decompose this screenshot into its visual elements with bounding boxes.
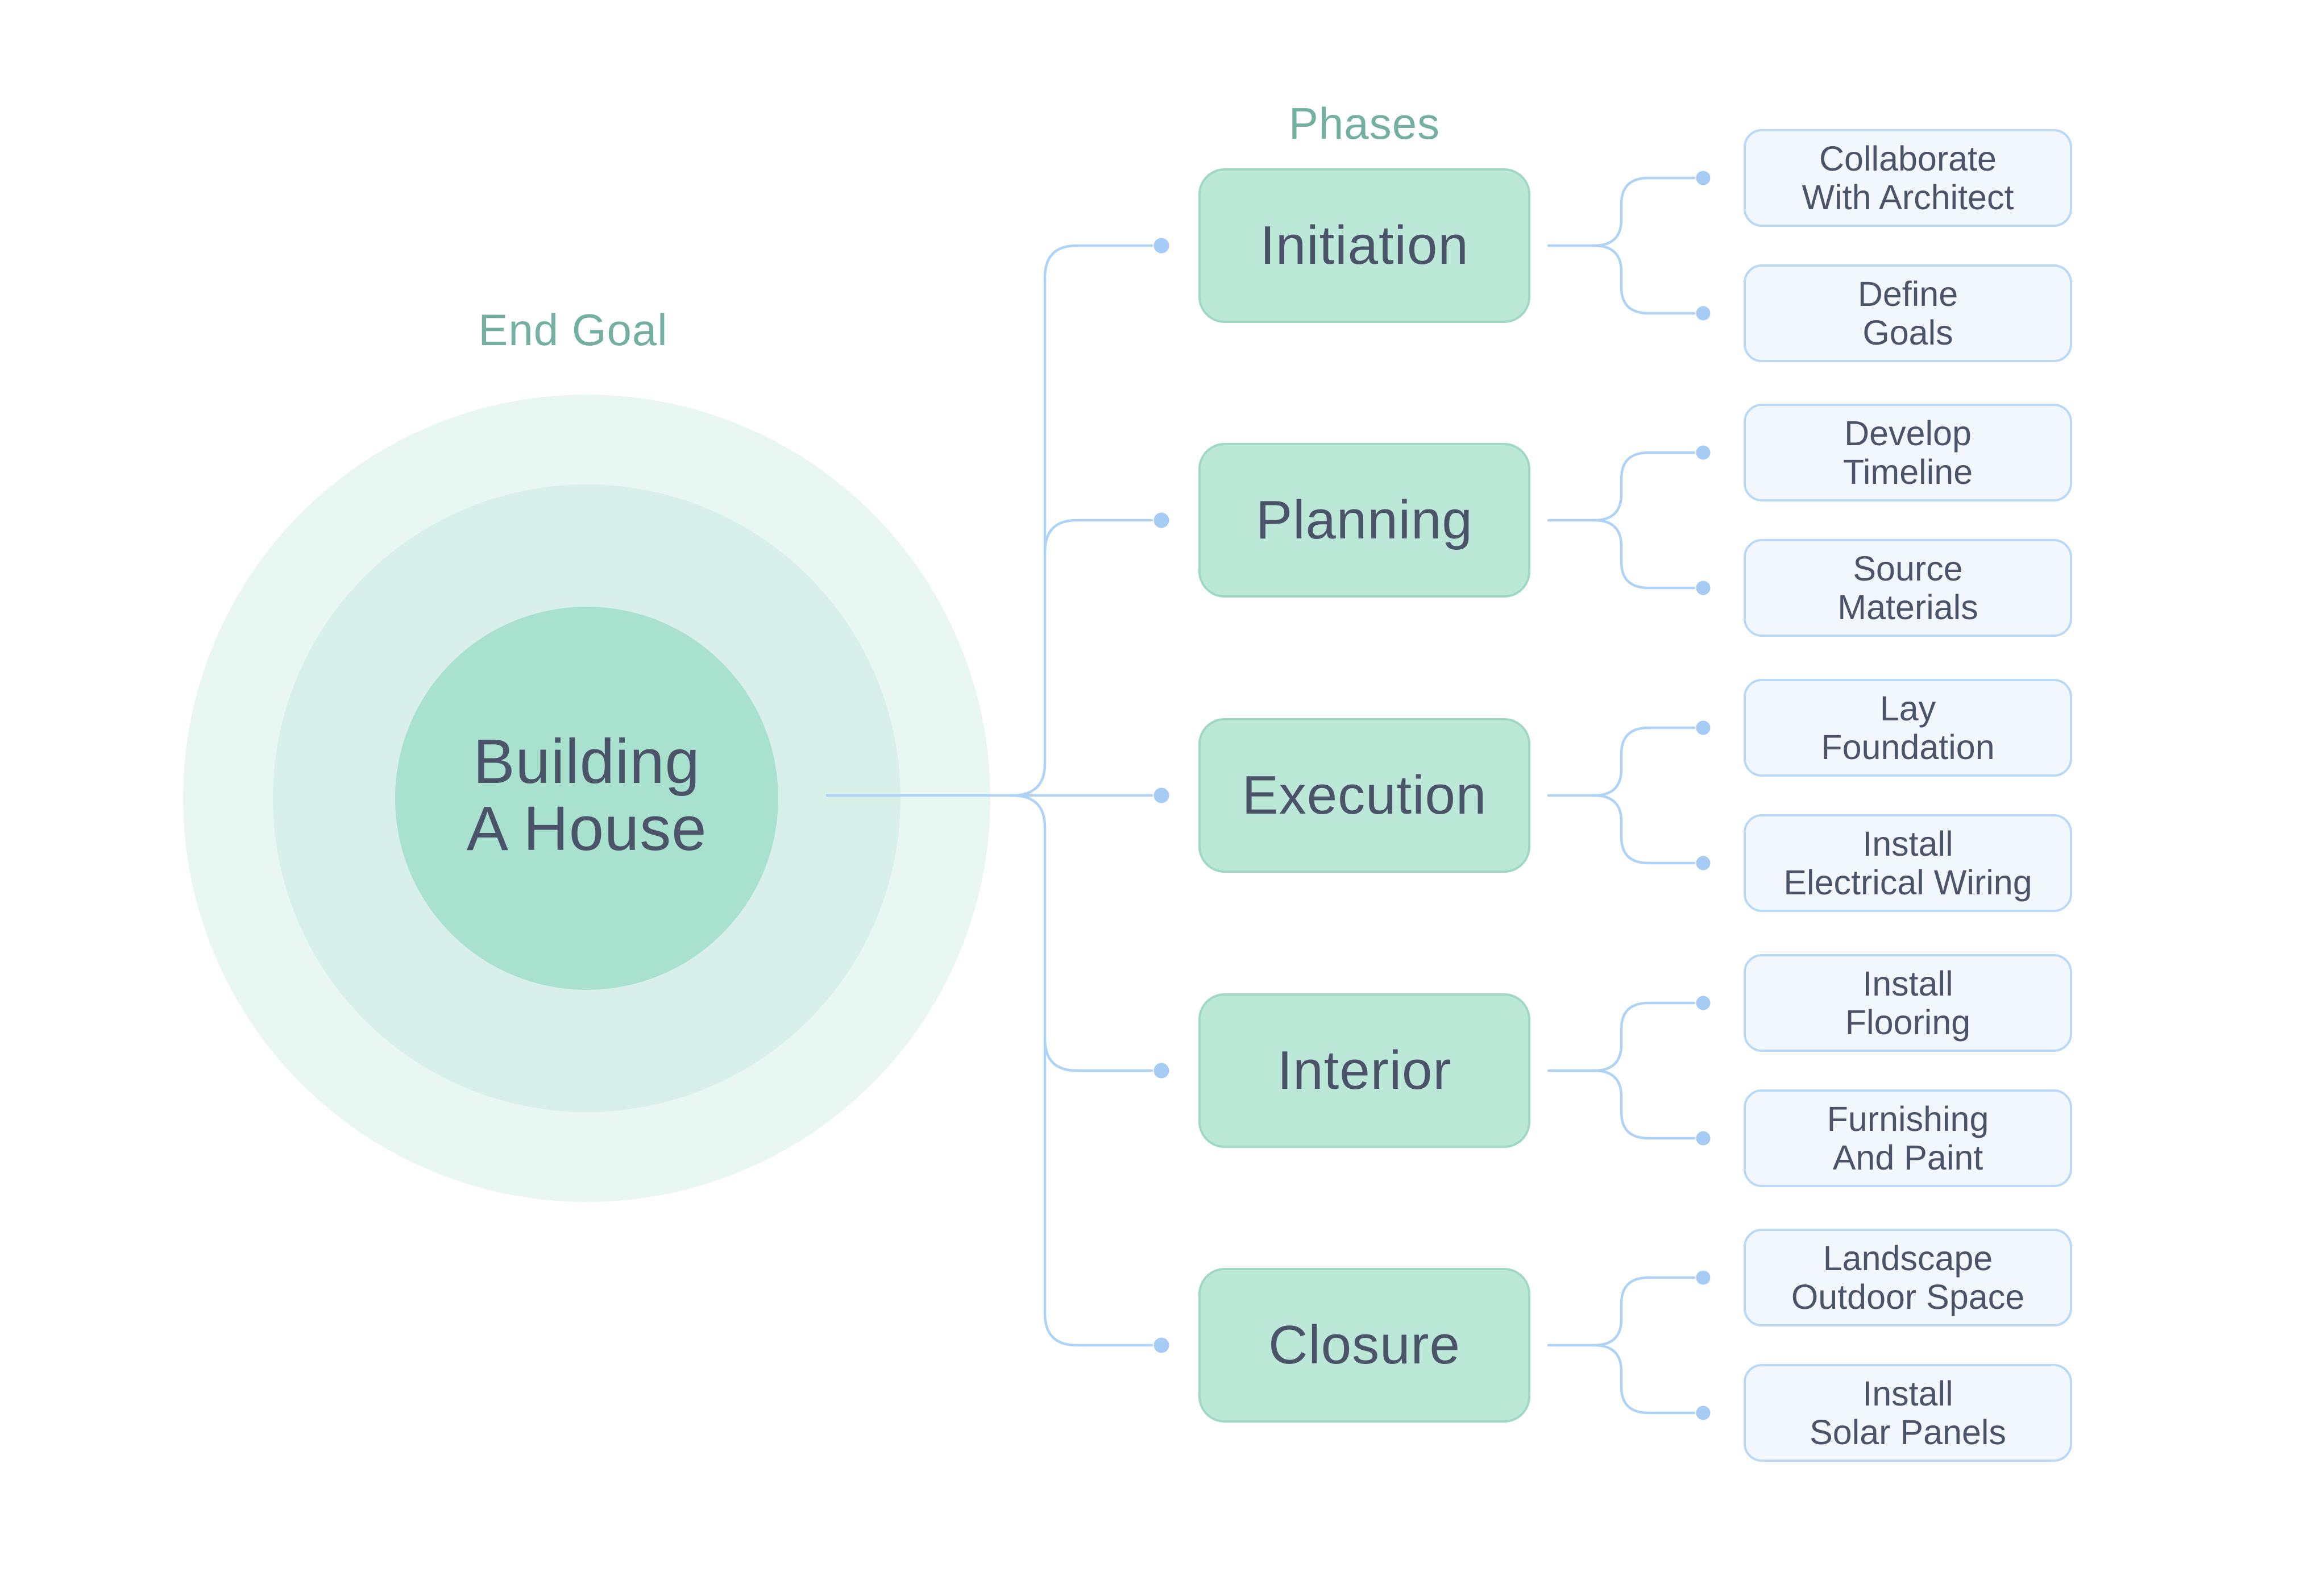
phase-node-closure[interactable]: Closure xyxy=(1198,1268,1530,1423)
fork-interior-down xyxy=(1592,1069,1696,1140)
leaf-dot xyxy=(1696,1131,1711,1146)
connector-junction-up xyxy=(1010,762,1047,797)
phase-node-initiation[interactable]: Initiation xyxy=(1198,168,1530,323)
phase-dot-interior xyxy=(1153,1063,1169,1079)
leaf-dot xyxy=(1696,581,1711,595)
leaf-node-define-goals[interactable]: Define Goals xyxy=(1744,264,2072,362)
center-node-building-a-house[interactable]: Building A House xyxy=(466,727,707,864)
phase-dot-planning xyxy=(1153,512,1169,528)
leaf-dot xyxy=(1696,1270,1711,1285)
connector-branch-planning xyxy=(1043,519,1153,554)
fork-initiation-up xyxy=(1592,176,1696,247)
leaf-node-source-materials[interactable]: Source Materials xyxy=(1744,539,2072,637)
phase-node-execution[interactable]: Execution xyxy=(1198,718,1530,873)
fork-interior-up xyxy=(1592,1001,1696,1072)
fork-closure-up xyxy=(1592,1276,1696,1347)
phase-node-planning[interactable]: Planning xyxy=(1198,443,1530,598)
fork-initiation-down xyxy=(1592,244,1696,315)
leaf-dot xyxy=(1696,306,1711,321)
fork-closure-down xyxy=(1592,1344,1696,1415)
leaf-dot xyxy=(1696,171,1711,185)
phase-dot-initiation xyxy=(1153,238,1169,254)
connector-branch-closure xyxy=(1043,1312,1153,1347)
leaf-dot xyxy=(1696,445,1711,460)
leaf-dot xyxy=(1696,856,1711,870)
fork-execution-down xyxy=(1592,794,1696,865)
leaf-node-lay-foundation[interactable]: Lay Foundation xyxy=(1744,679,2072,777)
phases-heading: Phases xyxy=(1288,98,1441,148)
leaf-node-install-solar-panels[interactable]: Install Solar Panels xyxy=(1744,1364,2072,1462)
leaf-dot xyxy=(1696,720,1711,735)
phase-dot-closure xyxy=(1153,1337,1169,1353)
leaf-node-furnishing-and-paint[interactable]: Furnishing And Paint xyxy=(1744,1089,2072,1187)
phase-node-interior[interactable]: Interior xyxy=(1198,993,1530,1148)
leaf-node-develop-timeline[interactable]: Develop Timeline xyxy=(1744,404,2072,501)
end-goal-heading: End Goal xyxy=(478,305,668,355)
connector-branch-initiation xyxy=(1043,244,1153,279)
fork-execution-up xyxy=(1592,726,1696,797)
goal-ring-inner xyxy=(395,607,778,990)
connector-junction-down xyxy=(1010,794,1047,829)
fork-planning-up xyxy=(1592,451,1696,522)
leaf-node-install-electrical-wiring[interactable]: Install Electrical Wiring xyxy=(1744,814,2072,912)
leaf-node-landscape-outdoor-space[interactable]: Landscape Outdoor Space xyxy=(1744,1229,2072,1326)
connector-branch-interior xyxy=(1043,1037,1153,1072)
leaf-dot xyxy=(1696,996,1711,1010)
leaf-dot xyxy=(1696,1406,1711,1420)
leaf-node-install-flooring[interactable]: Install Flooring xyxy=(1744,954,2072,1052)
leaf-node-collaborate-with-architect[interactable]: Collaborate With Architect xyxy=(1744,129,2072,227)
phase-dot-execution xyxy=(1153,787,1169,803)
fork-planning-down xyxy=(1592,519,1696,590)
